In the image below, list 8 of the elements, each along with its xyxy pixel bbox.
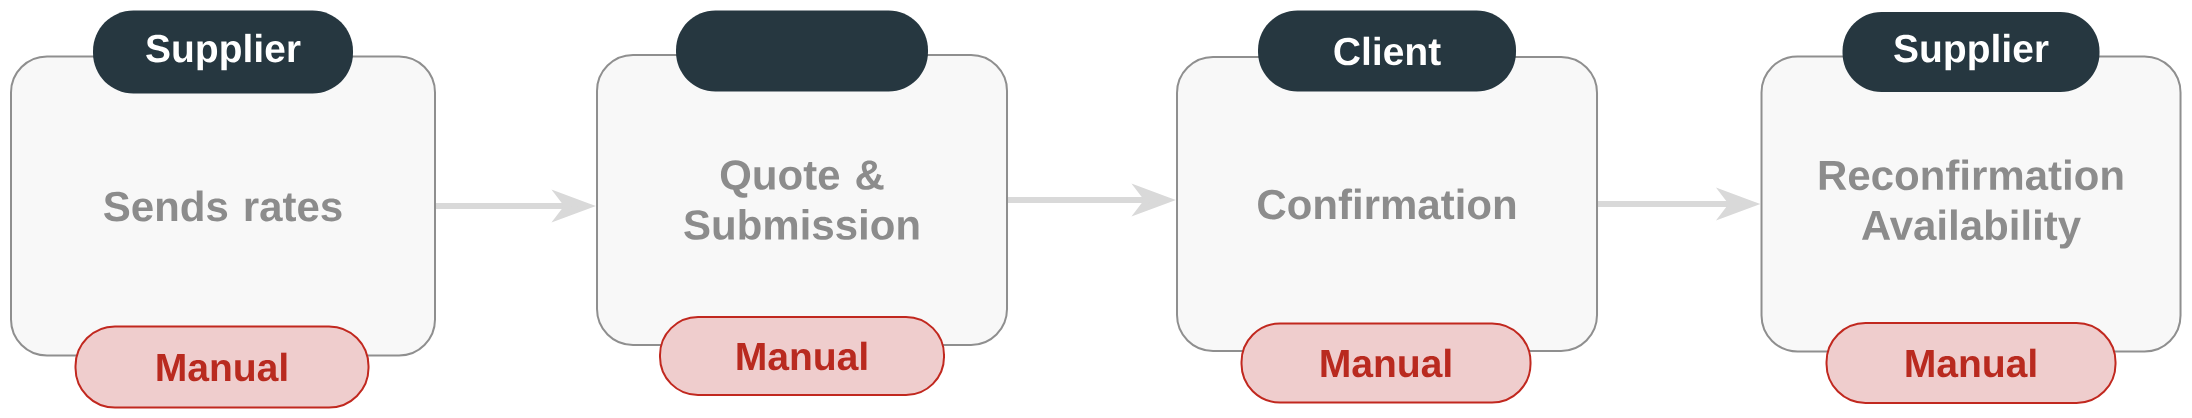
header-pill: Supplier [93,10,353,94]
header-pill: Supplier [1842,12,2100,92]
header-pill [676,10,928,92]
header-pill: Client [1258,10,1516,92]
status-pill: Manual [659,316,945,396]
status-pill: Manual [1240,322,1532,404]
status-pill: Manual [1825,322,2117,404]
status-pill: Manual [74,325,370,409]
